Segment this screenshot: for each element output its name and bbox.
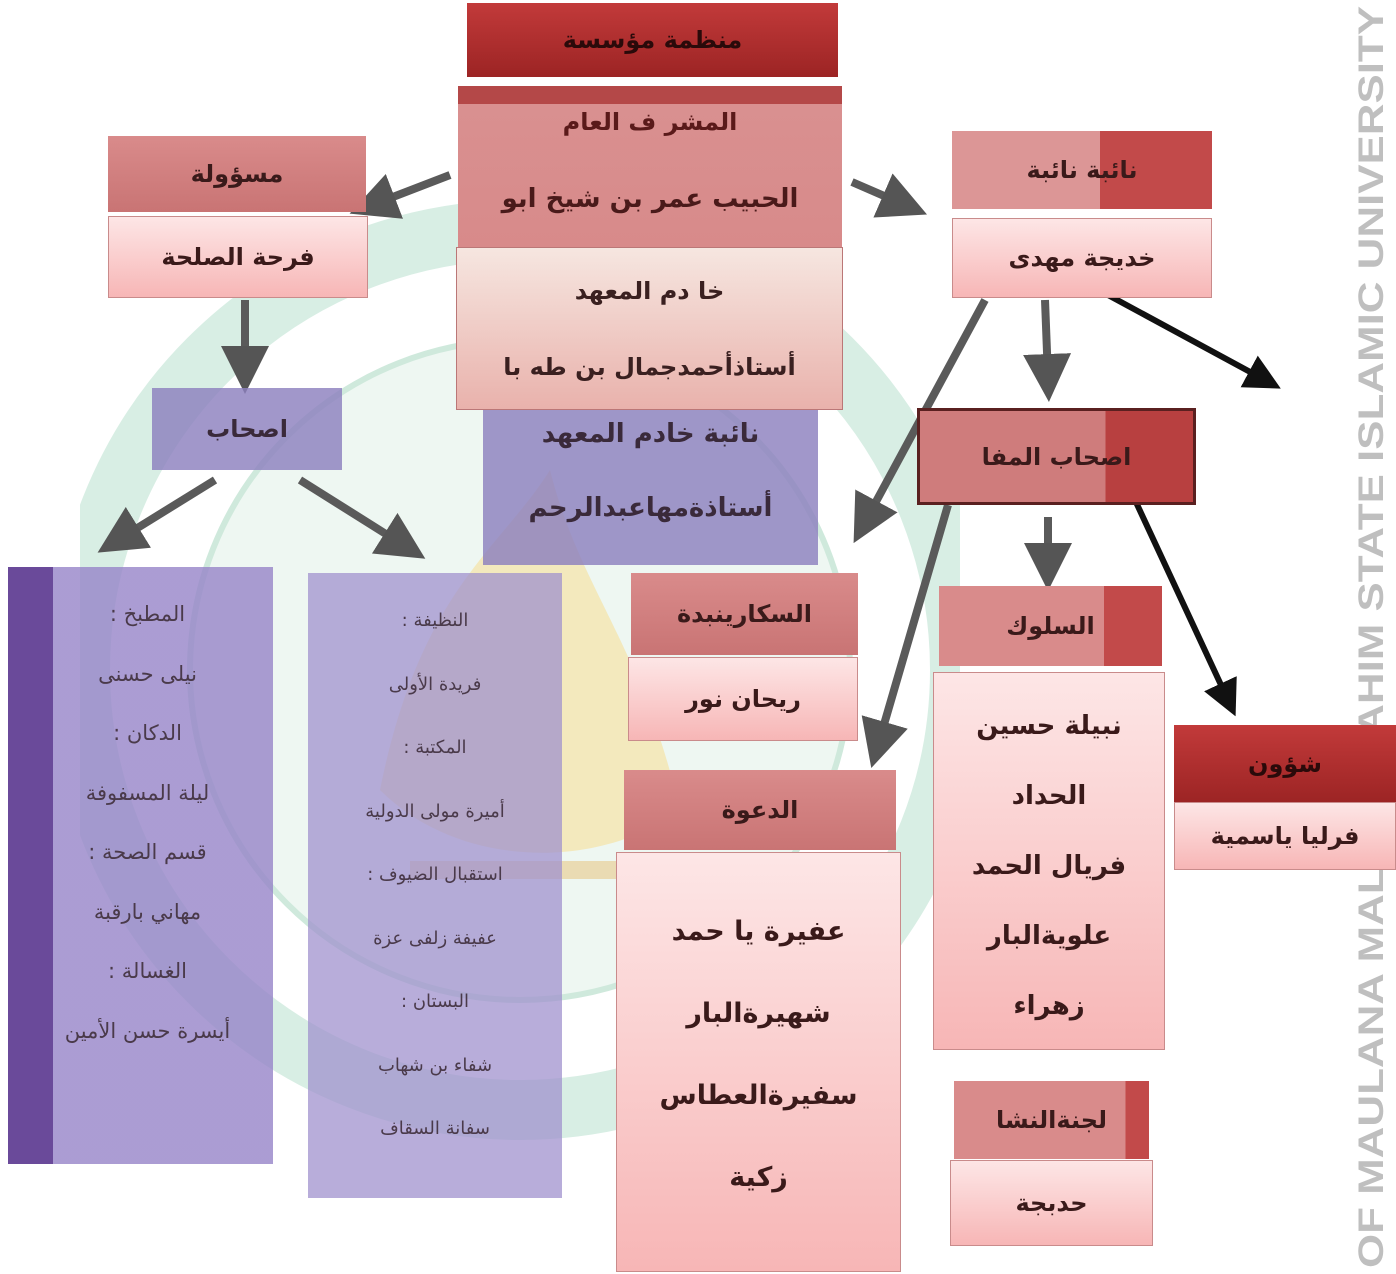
dawah-member: شهيرةالبار [686, 998, 831, 1029]
suluk-member: نبيلة حسين [976, 711, 1122, 741]
arrow-to-far-right [1106, 292, 1281, 389]
lajna-name: حدبجة [1015, 1189, 1088, 1217]
left-head-title-box: مسؤولة [108, 136, 366, 212]
dawah-member: سفيرةالعطاس [659, 1080, 858, 1111]
dawah-member: زكية [729, 1162, 788, 1193]
supervisor-line1: المشر ف العام [562, 108, 738, 136]
middle-list-item: فريدة الأولى [388, 673, 482, 695]
left-head-name: فرحة الصلحة [161, 243, 315, 271]
deputy-director-line1: نائبة خادم المعهد [541, 419, 760, 449]
shuun-name: فرليا ياسمية [1210, 822, 1360, 850]
middle-list-box: النظيفة : فريدة الأولى المكتبة : أميرة م… [308, 573, 562, 1198]
middle-list-item: المكتبة : [403, 737, 467, 758]
suluk-members-box: نبيلة حسين الحداد فريال الحمد علويةالبار… [933, 672, 1165, 1050]
secretary-name: ريحان نور [685, 685, 801, 713]
arrow-to-mafa [1023, 299, 1072, 402]
university-watermark-text: OF MAULANA MALIK IBRAHIM STATE ISLAMIC U… [1352, 6, 1390, 1268]
dawah-title: الدعوة [721, 796, 799, 824]
dawah-title-box: الدعوة [624, 770, 896, 850]
top-title-box: منظمة مؤسسة [467, 3, 838, 77]
suluk-title-box: السلوك [939, 586, 1162, 666]
right-head-name: خديجة مهدى [1008, 244, 1156, 272]
arrow-ashab-left [97, 476, 218, 553]
watermark-label: OF MAULANA MALIK IBRAHIM STATE ISLAMIC U… [1352, 6, 1390, 1268]
shuun-title: شؤون [1247, 750, 1323, 778]
ashab-box: اصحاب [152, 388, 342, 470]
middle-list-item: استقبال الضيوف : [367, 864, 503, 885]
left-list-item: أيسرة حسن الأمين [64, 1018, 231, 1043]
supervisor-line2: الحبيب عمر بن شيخ ابو [501, 184, 799, 214]
arrow-to-dawah [861, 503, 952, 769]
dawah-members-box: عفيرة يا حمد شهيرةالبار سفيرةالعطاس زكية [616, 852, 901, 1272]
suluk-member: فريال الحمد [971, 851, 1127, 881]
arrow-ashab-right [297, 476, 426, 559]
arrow-to-right-head [850, 173, 928, 218]
right-head-title: نائبة نائبة [1026, 156, 1138, 184]
suluk-member: زهراء [1013, 991, 1085, 1021]
middle-list-item: سفانة السقاف [380, 1118, 490, 1139]
right-head-title-box: نائبة نائبة [952, 131, 1212, 209]
director-line2: أستاذأحمدجمال بن طه با [503, 352, 796, 381]
middle-list-item: عفيفة زلفى عزة [373, 927, 497, 949]
secretary-name-box: ريحان نور [628, 657, 858, 741]
left-list-item: مهاني بارقبة [93, 899, 202, 924]
middle-list-item: البستان : [401, 991, 469, 1012]
secretary-title: السكارينبدة [676, 600, 813, 628]
lajna-name-box: حدبجة [950, 1160, 1153, 1246]
middle-list-item: شفاء بن شهاب [377, 1054, 493, 1076]
lajna-title-box: لجنةالنشا [954, 1081, 1149, 1159]
arrow-to-left-head [349, 171, 452, 219]
left-list-item: المطبخ : [109, 602, 186, 626]
shuun-title-box: شؤون [1174, 725, 1396, 803]
left-list-item: الغسالة : [108, 959, 187, 983]
top-title: منظمة مؤسسة [562, 26, 743, 54]
dawah-member: عفيرة يا حمد [671, 916, 846, 947]
ashab-mafa-title: اصحاب المفا [981, 442, 1132, 471]
right-head-name-box: خديجة مهدى [952, 218, 1212, 298]
left-head-name-box: فرحة الصلحة [108, 216, 368, 298]
shuun-name-box: فرليا ياسمية [1174, 802, 1396, 870]
left-list-item: نيلى حسنى [98, 661, 197, 686]
ashab-mafa-box: اصحاب المفا [917, 408, 1196, 505]
middle-list-item: النظيفة : [401, 610, 469, 631]
deputy-director-line2: أستاذةمهاعبدالرحم [528, 493, 773, 523]
lajna-title: لجنةالنشا [995, 1106, 1108, 1134]
left-head-title: مسؤولة [190, 160, 284, 188]
left-list-item: ليلة المسفوفة [85, 780, 210, 805]
ashab-title: اصحاب [206, 415, 288, 443]
suluk-title: السلوك [1006, 612, 1095, 640]
suluk-member: علويةالبار [986, 921, 1112, 951]
left-list-item: قسم الصحة : [88, 840, 207, 864]
supervisor-box: المشر ف العام الحبيب عمر بن شيخ ابو [458, 86, 842, 251]
suluk-member: الحداد [1011, 781, 1087, 811]
secretary-title-box: السكارينبدة [631, 573, 858, 655]
left-list-box: المطبخ : نيلى حسنى الدكان : ليلة المسفوف… [8, 567, 273, 1164]
deputy-director-box: نائبة خادم المعهد أستاذةمهاعبدالرحم [483, 405, 818, 565]
arrow-to-shuun [1132, 498, 1237, 717]
director-line1: خا دم المعهد [574, 276, 725, 305]
director-box: خا دم المعهد أستاذأحمدجمال بن طه با [456, 247, 843, 410]
left-list-item: الدكان : [113, 721, 182, 745]
middle-list-item: أميرة مولى الدولية [365, 800, 505, 822]
